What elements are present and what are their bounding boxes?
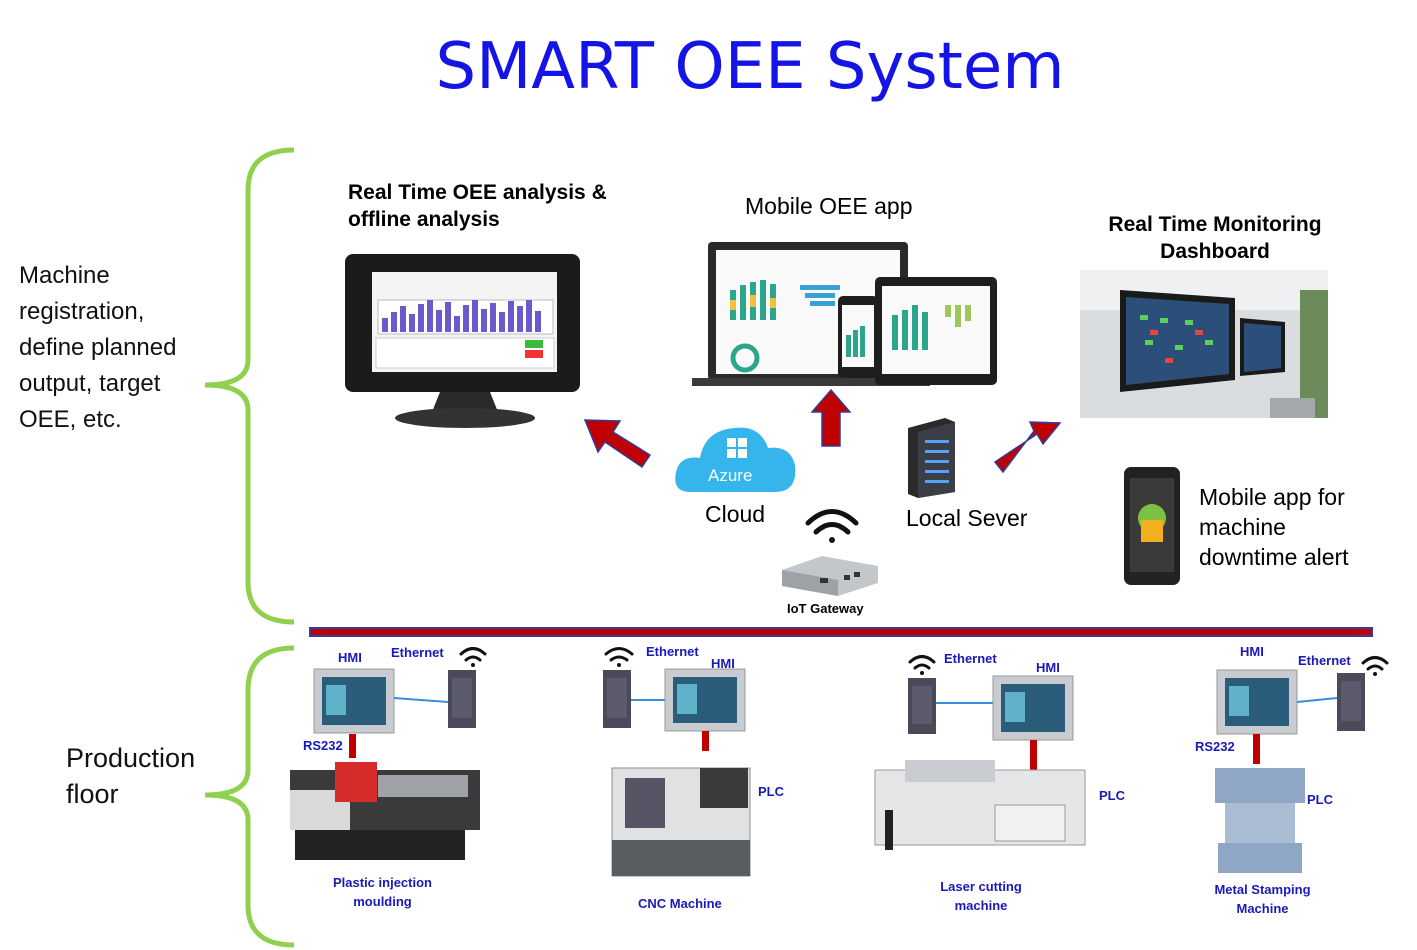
stamping-machine-image	[1215, 768, 1305, 873]
top-bracket	[204, 147, 295, 625]
hmi-panel-4	[1216, 669, 1298, 735]
hmi-label-4: HMI	[1240, 644, 1264, 659]
plc-label-3: PLC	[1099, 788, 1125, 803]
page-title: SMART OEE System	[435, 30, 1065, 104]
ethernet-module-3	[908, 678, 936, 734]
ethernet-module-2	[603, 670, 631, 728]
ethernet-label-1: Ethernet	[391, 645, 444, 660]
rs232-label-4: RS232	[1195, 739, 1235, 754]
laser-machine-image	[874, 760, 1086, 850]
plc-label-2: PLC	[758, 784, 784, 799]
ethernet-label-2: Ethernet	[646, 644, 699, 659]
hmi-panel-3	[992, 675, 1074, 741]
server-icon	[908, 418, 955, 498]
azure-label: Azure	[708, 466, 753, 485]
mobile-devices	[692, 242, 997, 386]
dashboard-label: Real Time Monitoring Dashboard	[1108, 213, 1322, 263]
wifi-icon-3	[908, 655, 936, 675]
desktop-monitor	[345, 254, 580, 428]
iot-gateway-label: IoT Gateway	[787, 601, 864, 616]
alert-app-label: Mobile app for machine downtime alert	[1199, 484, 1349, 570]
iot-gateway-icon	[782, 556, 878, 596]
arrow-to-dashboard	[993, 421, 1062, 474]
arrow-to-analysis	[583, 419, 652, 469]
cloud-icon	[675, 427, 796, 492]
phone-icon	[1124, 467, 1180, 585]
plc-label-4: PLC	[1307, 792, 1333, 807]
hmi-label-2: HMI	[711, 656, 735, 671]
wifi-icon-4	[1361, 656, 1389, 676]
cnc-machine-image	[611, 767, 751, 877]
ethernet-label-4: Ethernet	[1298, 653, 1351, 668]
wifi-icon	[805, 509, 859, 543]
ethernet-module-1	[448, 670, 476, 728]
machine-name-2: CNC Machine	[638, 896, 722, 911]
machine-name-1: Plastic injection moulding	[333, 875, 432, 909]
ethernet-module-4	[1337, 673, 1365, 731]
hmi-panel-2	[664, 668, 746, 732]
wifi-icon-1	[459, 647, 487, 667]
hmi-label-1: HMI	[338, 650, 362, 665]
hmi-label-3: HMI	[1036, 660, 1060, 675]
ethernet-label-3: Ethernet	[944, 651, 997, 666]
wifi-icon-2	[604, 647, 634, 667]
machine-name-4: Metal Stamping Machine	[1214, 882, 1311, 916]
mobile-app-label: Mobile OEE app	[745, 193, 913, 219]
arrow-to-mobile	[810, 388, 852, 447]
machine-name-3: Laser cutting machine	[940, 879, 1022, 913]
production-floor-label: Production floor	[66, 743, 196, 809]
rs232-label-1: RS232	[303, 738, 343, 753]
oee-analysis-label: Real Time OEE analysis & offline analysi…	[348, 181, 607, 231]
dashboard-photo	[1080, 270, 1328, 418]
bottom-bracket	[204, 645, 295, 948]
network-bus	[309, 627, 1373, 637]
hmi-panel-1	[313, 668, 395, 734]
local-server-label: Local Sever	[906, 505, 1028, 531]
registration-label: Machine registration, define planned out…	[19, 262, 177, 433]
injection-machine-image	[290, 762, 480, 860]
cloud-label: Cloud	[705, 501, 766, 527]
